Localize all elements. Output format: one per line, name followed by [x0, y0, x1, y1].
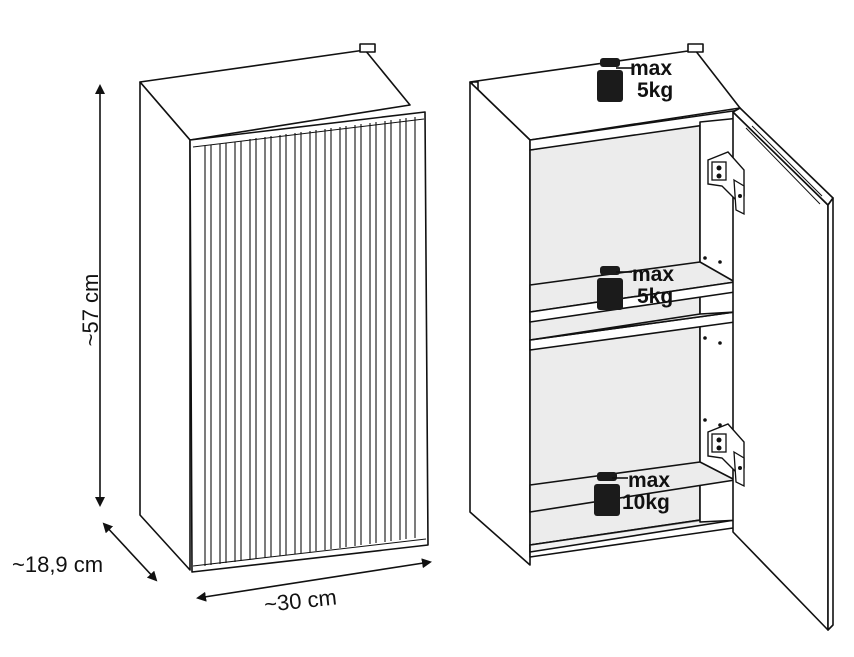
cabinet-side — [139, 81, 191, 571]
load-top-line2: 5kg — [637, 79, 673, 102]
load-middle-line1: max — [632, 263, 674, 286]
door-front-edge — [827, 197, 834, 631]
load-top: max 5kg — [597, 57, 673, 102]
hinge-icon — [707, 423, 745, 488]
depth-label: ~18,9 cm — [12, 552, 103, 577]
width-arrow — [196, 558, 432, 602]
load-bottom: max 10kg — [594, 469, 670, 516]
open-cabinet — [469, 43, 834, 631]
back-tab — [687, 43, 704, 53]
depth-arrow — [102, 522, 158, 582]
load-middle: max 5kg — [597, 263, 674, 310]
weight-icon — [597, 266, 623, 310]
load-top-line1: max — [630, 57, 672, 80]
load-bottom-line2: 10kg — [622, 491, 670, 514]
depth-dimension: ~18,9 cm — [12, 522, 158, 582]
divider-top — [529, 311, 736, 341]
width-label: ~30 cm — [263, 585, 338, 617]
open-side — [469, 81, 531, 566]
door-fluting — [204, 117, 416, 566]
closed-cabinet — [139, 43, 429, 573]
load-bottom-line1: max — [628, 469, 670, 492]
height-label: ~57 cm — [78, 274, 103, 347]
pin-holes — [703, 256, 722, 427]
width-dimension: ~30 cm — [196, 558, 432, 617]
load-middle-line2: 5kg — [637, 285, 673, 308]
hinge-icon — [707, 151, 745, 216]
weight-icon — [597, 58, 623, 102]
back-tab — [359, 43, 376, 53]
height-dimension: ~57 cm — [78, 84, 105, 507]
